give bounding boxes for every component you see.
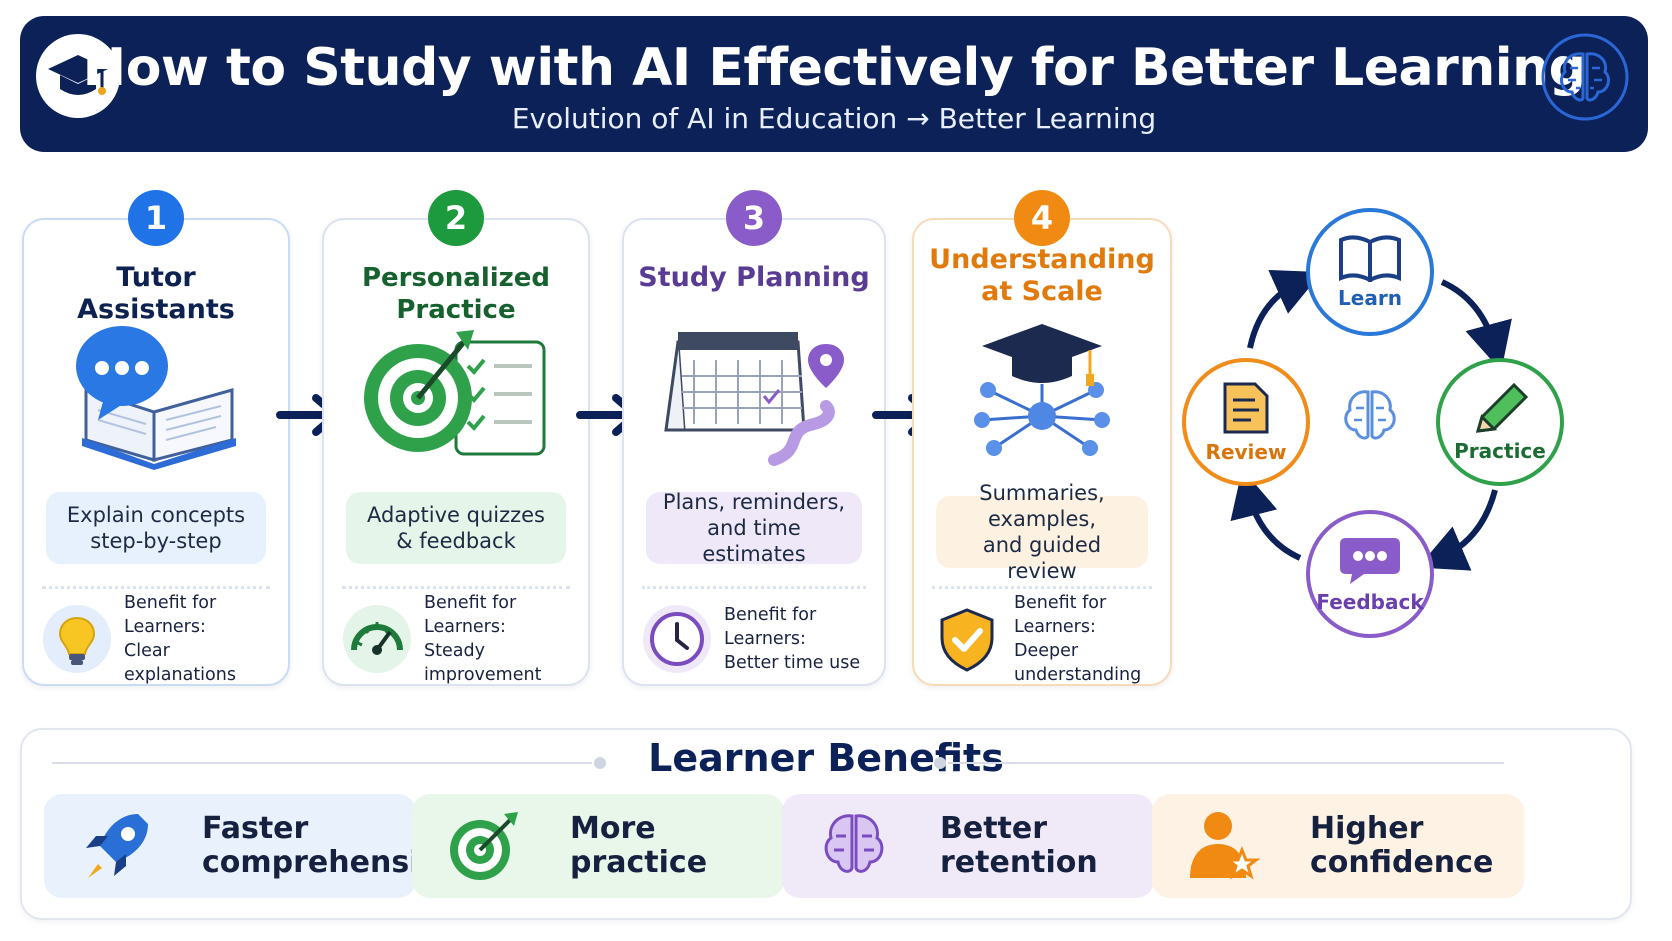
step-card-personalized-practice: 2 Personalized Practice Adaptive quizzes… [322,190,590,686]
step-number-badge: 4 [1014,190,1070,246]
target-icon [450,812,518,880]
person-star-icon [1190,812,1261,880]
shield-check-icon [940,608,994,672]
chat-bubble-icon [76,326,168,420]
step-benefit: Benefit for Learners:Deeper understandin… [932,593,1160,685]
clock-icon [643,605,711,673]
network-icon [974,382,1110,456]
step-illustration [24,320,288,490]
title-rule-dot [934,757,946,769]
step-benefit: Benefit for Learners:Clear explanations [42,593,278,685]
rocket-icon [86,814,148,878]
pencil-icon [1475,382,1529,433]
cycle-node-practice: Practice [1436,358,1564,486]
step-description: Plans, reminders,and time estimates [646,490,862,566]
title-rule-dot [594,757,606,769]
title-rule-right [948,762,1504,764]
lightbulb-icon [43,605,111,673]
step-benefit: Benefit for Learners:Better time use [642,604,874,674]
brain-icon [1541,33,1629,121]
location-pin-icon [768,344,844,466]
chat-icon [1340,538,1400,584]
brain-icon [1344,390,1396,440]
graduation-cap-badge [36,34,120,118]
step-description: Adaptive quizzes& feedback [346,492,566,564]
dotted-divider [642,586,866,589]
step-description: Summaries, examples,and guided review [936,481,1148,583]
step-card-study-planning: 3 Study Planning Plans, reminders,and ti… [622,190,886,686]
title-rule-left [52,762,592,764]
step-title: Personalized Practice [361,263,551,325]
open-book-icon [82,387,236,470]
page-subtitle: Evolution of AI in Education → Better Le… [511,102,1157,135]
step-number-badge: 1 [128,190,184,246]
graduation-cap-icon [48,55,108,95]
step-illustration [914,320,1170,490]
cycle-arrows [1230,269,1512,571]
page-title: How to Study with AI Effectively for Bet… [82,38,1586,98]
dotted-divider [342,586,570,589]
step-title: Study Planning [638,262,870,293]
cycle-node-review: Review [1182,358,1310,486]
step-number-badge: 2 [428,190,484,246]
step-title: Tutor Assistants [77,262,235,325]
header-banner: How to Study with AI Effectively for Bet… [20,16,1648,152]
gauge-icon [343,605,411,673]
book-icon [1339,235,1401,282]
cycle-node-feedback: Feedback [1306,510,1434,638]
document-icon [1223,382,1269,434]
cycle-node-learn: Learn [1306,208,1434,336]
brain-icon [824,814,884,873]
step-illustration [624,320,884,490]
benefits-title: Learner Benefits [648,736,1004,780]
step-illustration [324,320,588,490]
calendar-icon [664,332,806,432]
graduation-cap-icon [982,324,1102,386]
dotted-divider [932,586,1152,589]
step-number-badge: 3 [726,190,782,246]
target-icon [364,330,474,452]
step-benefit: Benefit for Learners:Steady improvement [342,593,578,685]
dotted-divider [42,586,270,589]
